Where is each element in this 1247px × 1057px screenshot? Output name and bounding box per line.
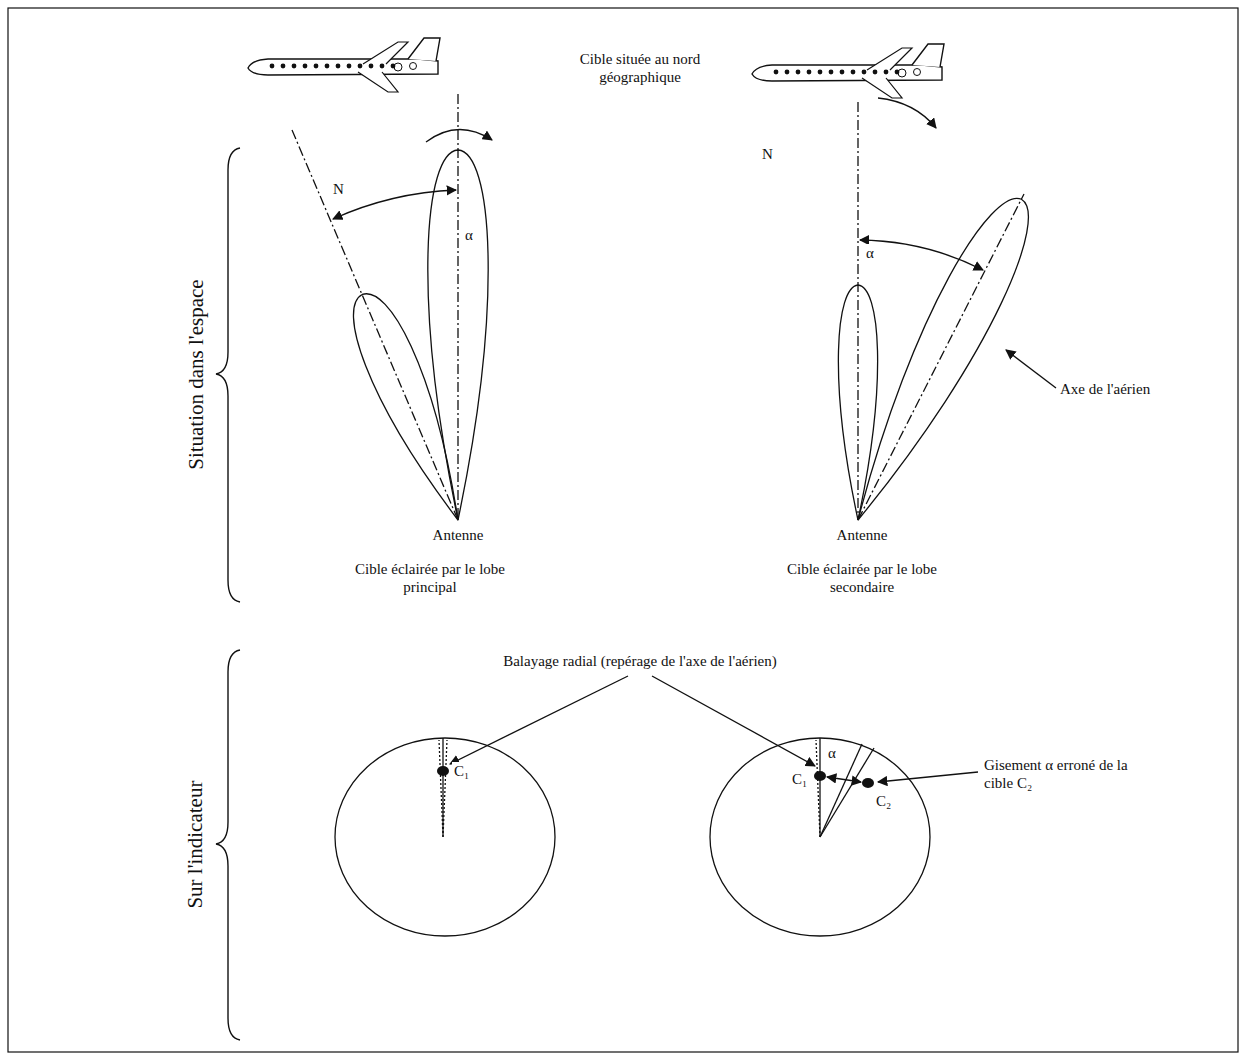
antenna-label: Antenne bbox=[837, 526, 888, 544]
target-label: C₂ bbox=[874, 792, 893, 810]
bearing-note: Gisement α erroné de la cible C₂ bbox=[984, 756, 1144, 792]
angle-label: α bbox=[826, 744, 838, 762]
target-label: C₁ bbox=[790, 770, 809, 788]
sweep-label: Balayage radial (repérage de l'axe de l'… bbox=[503, 652, 777, 670]
axis-label: Axe de l'aérien bbox=[1060, 380, 1150, 398]
brace bbox=[216, 148, 240, 1040]
angle-label: α bbox=[864, 244, 876, 262]
north-label: N bbox=[762, 145, 773, 163]
target-label: C₁ bbox=[452, 762, 471, 780]
lobe-caption: Cible éclairée par le lobe principal bbox=[328, 560, 533, 596]
section-label: Sur l'indicateur bbox=[183, 781, 208, 909]
lobe-caption: Cible éclairée par le lobe secondaire bbox=[762, 560, 962, 596]
echo-dot bbox=[437, 766, 874, 788]
section-label: Situation dans l'espace bbox=[183, 280, 208, 470]
left-scene bbox=[292, 94, 492, 530]
frame bbox=[8, 8, 1238, 1052]
aircraft bbox=[248, 38, 440, 92]
right-scene bbox=[832, 98, 1056, 533]
aircraft bbox=[752, 44, 944, 98]
indicators bbox=[335, 676, 978, 936]
target-caption: Cible située au nord géographique bbox=[548, 50, 733, 86]
antenna-label: Antenne bbox=[433, 526, 484, 544]
angle-label: α bbox=[463, 226, 475, 244]
north-label: N bbox=[333, 180, 344, 198]
